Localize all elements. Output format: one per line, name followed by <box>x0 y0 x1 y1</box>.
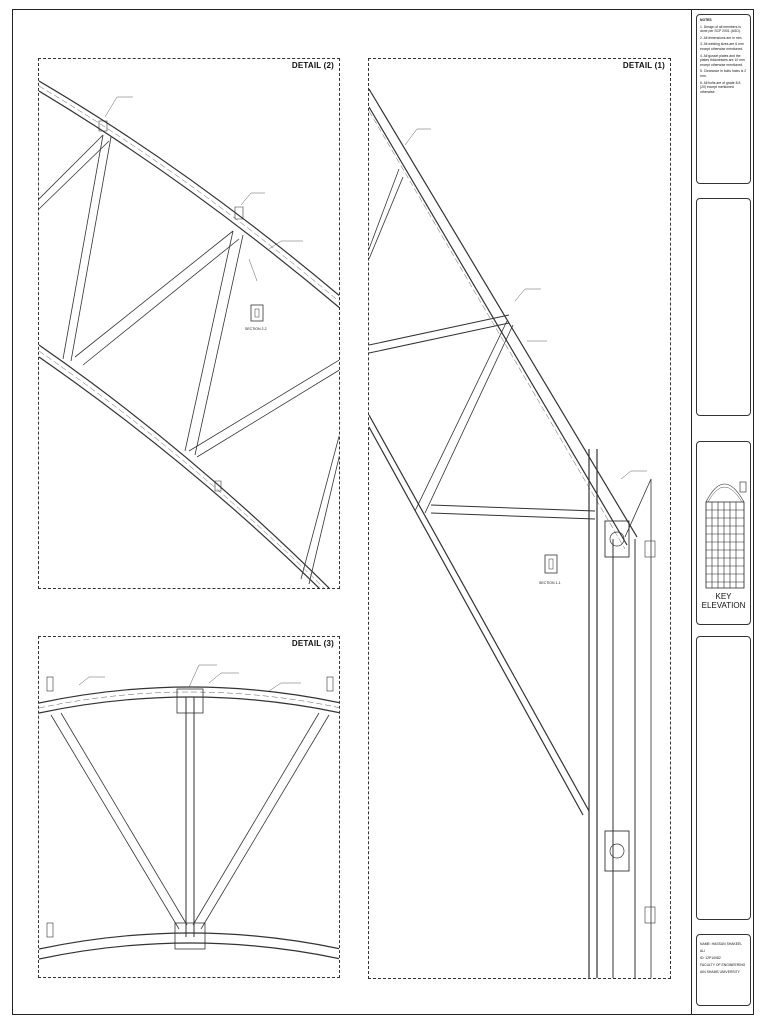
detail-1-title: DETAIL (1) <box>621 61 666 70</box>
detail-2-panel: DETAIL (2) SECTION 2-2 <box>38 58 340 589</box>
drawing-sheet <box>12 9 754 1015</box>
key-elevation-drawing <box>705 481 747 589</box>
note-item: 6. All bolts are of grade 8.8 (20) excep… <box>700 80 741 94</box>
detail-3-title: DETAIL (3) <box>290 639 335 648</box>
detail-1-drawing <box>369 88 656 978</box>
notes-heading: NOTES <box>700 18 712 22</box>
info-line: ID: 12P10082 <box>700 956 721 960</box>
detail-2-title: DETAIL (2) <box>290 61 335 70</box>
blank-box <box>696 636 751 920</box>
info-line: NAME: HASSAN SHAKEEL ALI <box>700 942 743 953</box>
key-elevation-box: KEY ELEVATION <box>696 441 751 625</box>
info-line: FACULTY OF ENGINEERING <box>700 963 746 967</box>
section-1-1-label: SECTION 1-1 <box>539 581 561 585</box>
key-elevation-title: KEY ELEVATION <box>701 592 746 610</box>
detail-1-panel: DETAIL (1) SECTION 1-1 <box>368 58 671 979</box>
note-item: 1. Design of all members is done per SCP… <box>700 24 741 34</box>
notes-box: NOTES 1. Design of all members is done p… <box>696 14 751 184</box>
detail-3-panel: DETAIL (3) <box>38 636 340 978</box>
detail-2-drawing <box>39 80 339 588</box>
title-block-divider <box>691 9 692 1015</box>
section-2-2-label: SECTION 2-2 <box>245 327 267 331</box>
info-line: AIN SHAMS UNIVERSITY <box>700 970 740 974</box>
note-item: 2. All dimensions are in mm. <box>700 35 743 40</box>
note-item: 3. All welding sizes are 6 mm except oth… <box>700 42 744 51</box>
blank-box <box>696 198 751 416</box>
detail-3-drawing <box>39 664 339 960</box>
note-item: 5. Clearance in bolts holes is 2 mm. <box>700 69 747 78</box>
note-item: 4. All gusset plates and the plates thic… <box>700 53 745 67</box>
student-info-box: NAME: HASSAN SHAKEEL ALI ID: 12P10082 FA… <box>696 934 751 1006</box>
